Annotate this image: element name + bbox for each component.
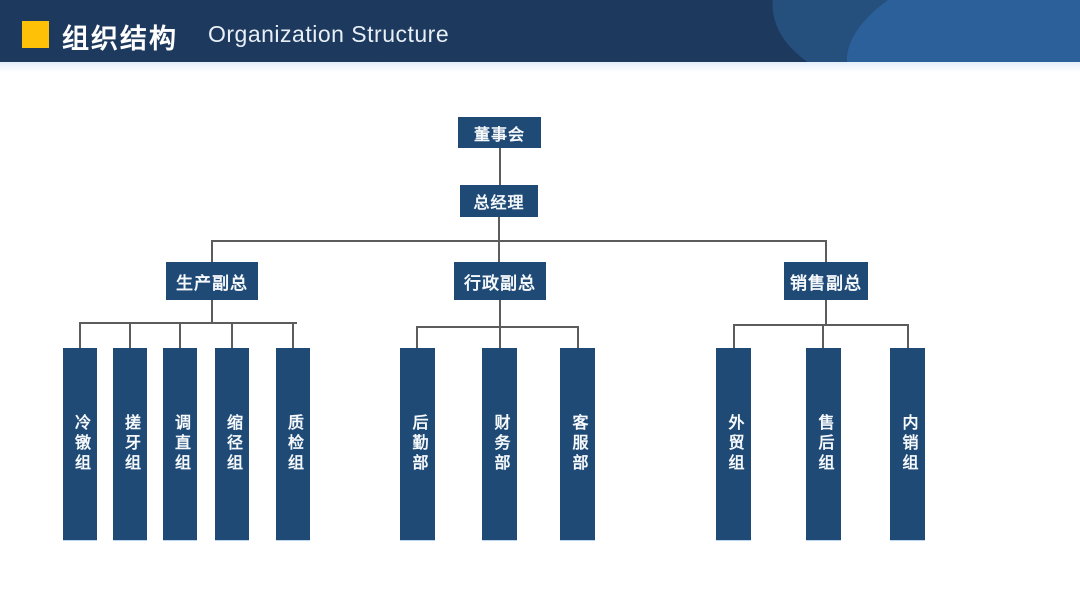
org-node-domestic-sales-group: 内销组	[890, 348, 925, 540]
connector-line	[825, 300, 827, 325]
org-node-finance-dept: 财务部	[482, 348, 517, 540]
org-node-admin-vp: 行政副总	[454, 262, 546, 300]
connector-line	[416, 326, 418, 348]
connector-line	[211, 240, 213, 262]
org-node-label: 财务部	[491, 414, 509, 474]
org-node-label: 调直组	[172, 414, 189, 474]
org-node-foreign-trade-group: 外贸组	[716, 348, 751, 540]
accent-square-icon	[22, 21, 49, 48]
org-node-label: 质检组	[285, 414, 302, 474]
connector-line	[822, 324, 824, 348]
connector-line	[179, 322, 181, 348]
org-node-quality-inspection-group: 质检组	[276, 348, 310, 540]
org-node-label: 后勤部	[409, 414, 427, 474]
connector-line	[292, 322, 294, 348]
org-node-logistics-dept: 后勤部	[400, 348, 435, 540]
org-node-label: 缩径组	[224, 414, 241, 474]
connector-line	[498, 240, 500, 262]
org-node-label: 搓牙组	[122, 414, 139, 474]
org-node-straightening-group: 调直组	[163, 348, 197, 540]
connector-line	[577, 326, 579, 348]
org-node-label: 内销组	[899, 414, 917, 474]
org-node-after-sales-group: 售后组	[806, 348, 841, 540]
connector-line	[825, 240, 827, 262]
connector-line	[79, 322, 297, 324]
page-title-chinese: 组织结构	[62, 24, 178, 54]
org-node-threading-group: 搓牙组	[113, 348, 147, 540]
connector-line	[129, 322, 131, 348]
org-node-sales-vp: 销售副总	[784, 262, 868, 300]
org-node-label: 客服部	[569, 414, 587, 474]
connector-line	[416, 326, 579, 328]
org-node-label: 售后组	[815, 414, 833, 474]
connector-line	[231, 322, 233, 348]
connector-line	[211, 300, 213, 323]
connector-line	[499, 300, 501, 327]
connector-line	[79, 322, 81, 348]
org-node-production-vp: 生产副总	[166, 262, 258, 300]
org-node-label: 外贸组	[725, 414, 743, 474]
org-node-cold-heading-group: 冷镦组	[63, 348, 97, 540]
header-bar: 组织结构 Organization Structure	[0, 0, 1080, 62]
org-node-label: 冷镦组	[72, 414, 89, 474]
connector-line	[733, 324, 735, 348]
page-title-english: Organization Structure	[208, 21, 450, 47]
org-node-general-manager: 总经理	[460, 185, 538, 217]
connector-line	[211, 240, 827, 242]
connector-line	[499, 148, 501, 185]
org-node-board: 董事会	[458, 117, 541, 148]
connector-line	[498, 217, 500, 241]
org-node-customer-service-dept: 客服部	[560, 348, 595, 540]
connector-line	[733, 324, 909, 326]
connector-line	[907, 324, 909, 348]
header-fade-strip	[0, 62, 1080, 72]
connector-line	[499, 326, 501, 348]
org-node-diameter-reduction-group: 缩径组	[215, 348, 249, 540]
